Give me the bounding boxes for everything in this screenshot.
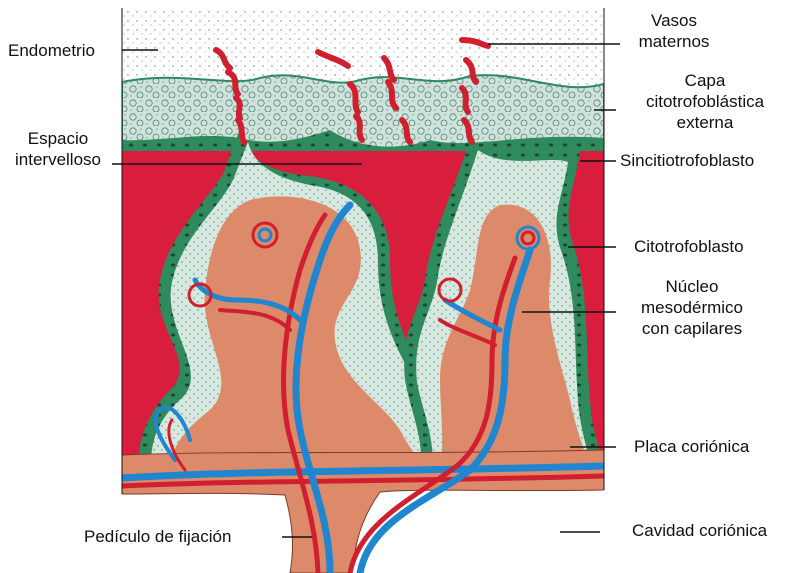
label-capa-line-1: Capa <box>624 70 786 91</box>
label-vasos-line-1: Vasos <box>628 10 720 31</box>
label-pediculo-fijacion: Pedículo de fijación <box>84 526 231 547</box>
label-espacio-line-2: intervelloso <box>4 149 112 170</box>
label-nucleo-line-1: Núcleo <box>616 276 768 297</box>
label-placa-corionica: Placa coriónica <box>634 436 749 457</box>
label-capa-citotrofoblastica: Capa citotrofoblástica externa <box>624 70 786 133</box>
label-vasos-line-2: maternos <box>628 31 720 52</box>
label-espacio-intervelloso: Espacio intervelloso <box>4 128 112 170</box>
label-capa-line-3: externa <box>624 112 786 133</box>
label-nucleo-line-3: con capilares <box>616 318 768 339</box>
label-sincitiotrofoblasto: Sincitiotrofoblasto <box>620 150 754 171</box>
label-espacio-line-1: Espacio <box>4 128 112 149</box>
label-endometrio: Endometrio <box>8 40 95 61</box>
label-vasos-maternos: Vasos maternos <box>628 10 720 52</box>
label-nucleo-line-2: mesodérmico <box>616 297 768 318</box>
label-cavidad-corionica: Cavidad coriónica <box>632 520 767 541</box>
label-citotrofoblasto: Citotrofoblasto <box>634 236 744 257</box>
label-capa-line-2: citotrofoblástica <box>624 91 786 112</box>
label-nucleo-mesodermico: Núcleo mesodérmico con capilares <box>616 276 768 339</box>
